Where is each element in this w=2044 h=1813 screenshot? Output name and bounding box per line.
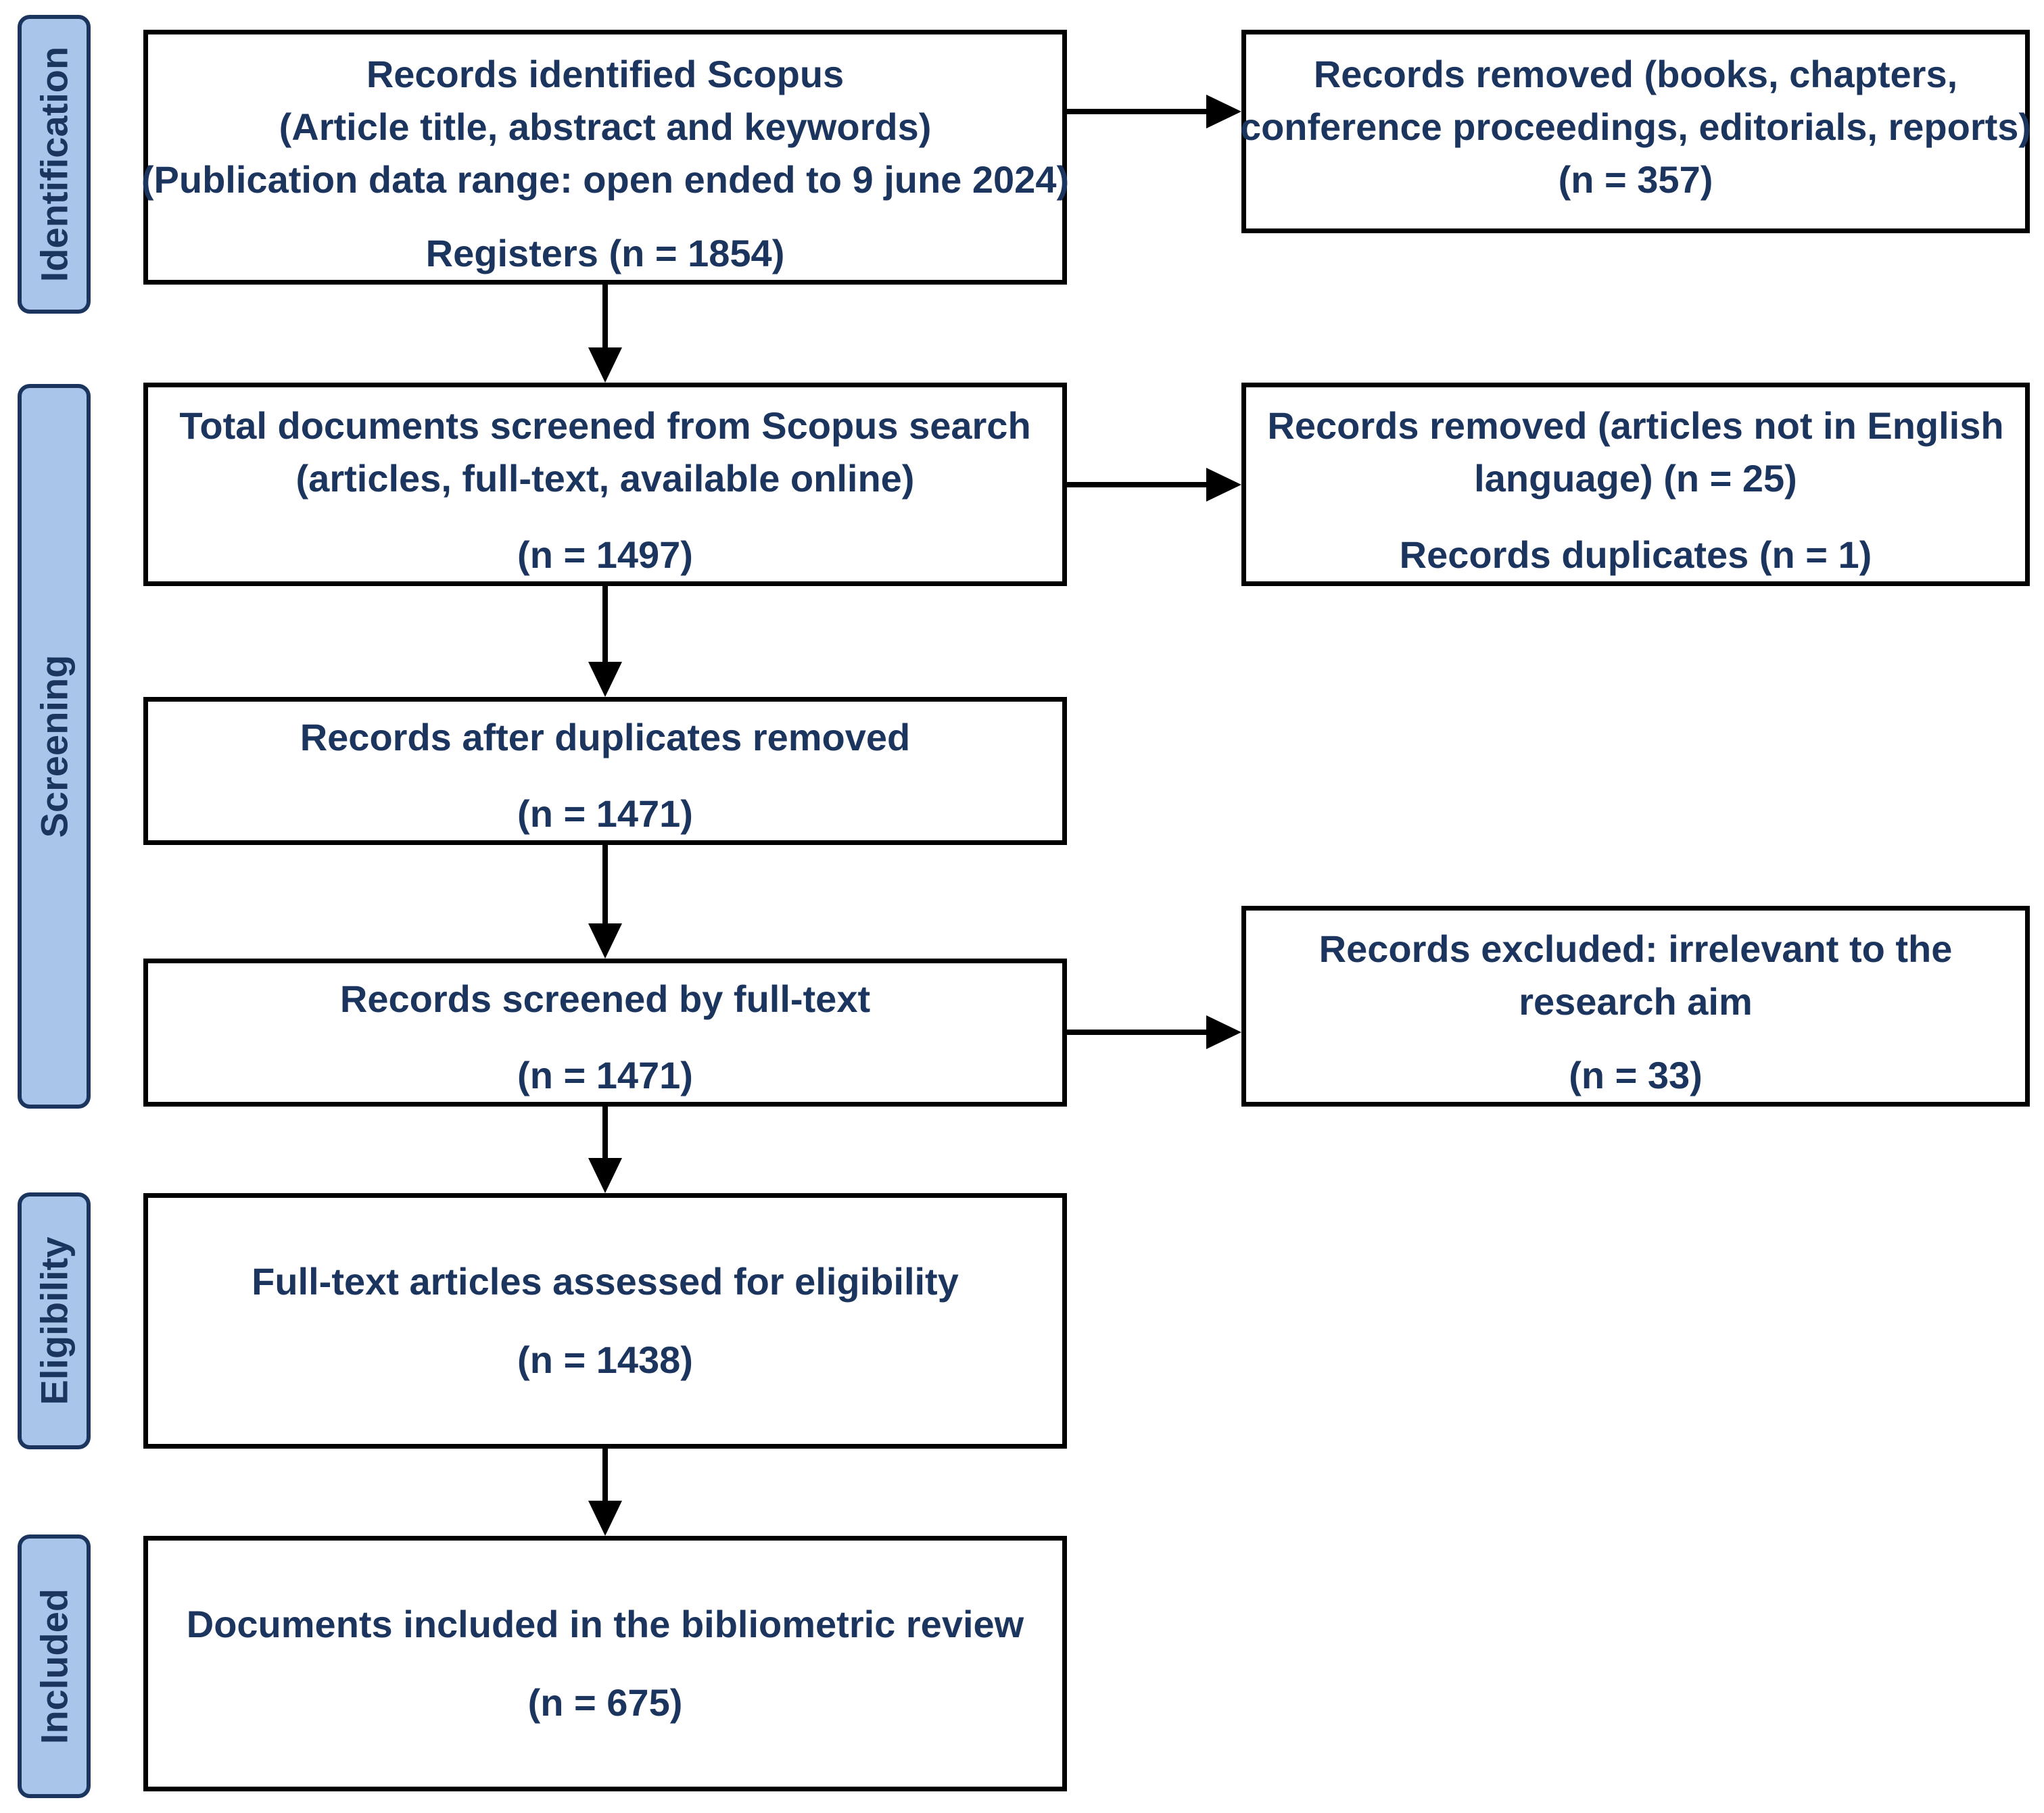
records-removed-types-line-2: conference proceedings, editorials, repo…: [1239, 105, 2032, 148]
records-after-duplicates-title: Records after duplicates removed: [300, 716, 911, 758]
included-count: (n = 675): [527, 1681, 683, 1724]
phase-screening: Screening: [18, 384, 91, 1109]
total-screened-line-2: (articles, full-text, available online): [295, 457, 915, 500]
arrow-total-to-removed-language: [1067, 468, 1241, 502]
arrow-total-to-after-duplicates: [588, 586, 622, 697]
arrow-identified-to-total: [588, 285, 622, 383]
records-excluded-box: Records excluded: irrelevant to the rese…: [1241, 906, 2030, 1107]
records-identified-box: Records identified Scopus (Article title…: [141, 30, 1070, 285]
records-removed-types-line-3: (n = 357): [1558, 158, 1713, 201]
records-screened-fulltext-box: Records screened by full-text (n = 1471): [143, 959, 1067, 1107]
included-box: Documents included in the bibliometric r…: [143, 1536, 1067, 1791]
records-after-duplicates-count: (n = 1471): [517, 792, 693, 835]
eligibility-title: Full-text articles assessed for eligibil…: [252, 1260, 959, 1303]
phase-included: Included: [18, 1534, 91, 1798]
arrow-identified-to-removed: [1067, 95, 1241, 128]
total-screened-line-1: Total documents screened from Scopus sea…: [179, 404, 1031, 447]
records-identified-line-1: Records identified Scopus: [366, 53, 845, 95]
records-identified-count: Registers (n = 1854): [425, 232, 785, 274]
records-identified-line-3: (Publication data range: open ended to 9…: [141, 158, 1070, 201]
records-removed-types-line-1: Records removed (books, chapters,: [1313, 53, 1958, 95]
phase-screening-label: Screening: [32, 654, 76, 838]
phase-included-label: Included: [32, 1588, 76, 1745]
arrow-screened-to-eligibility: [588, 1107, 622, 1193]
records-removed-language-box: Records removed (articles not in English…: [1241, 383, 2030, 586]
records-duplicates-count: Records duplicates (n = 1): [1399, 533, 1872, 576]
arrow-after-duplicates-to-screened: [588, 845, 622, 959]
eligibility-box: Full-text articles assessed for eligibil…: [143, 1193, 1067, 1449]
records-screened-fulltext-count: (n = 1471): [517, 1054, 693, 1096]
records-removed-language-line-2: language) (n = 25): [1474, 457, 1797, 500]
eligibility-count: (n = 1438): [517, 1338, 693, 1381]
phase-identification: Identification: [18, 15, 91, 314]
records-excluded-line-2: research aim: [1519, 980, 1753, 1023]
phase-identification-label: Identification: [32, 46, 76, 283]
phase-eligibility: Eligibility: [18, 1192, 91, 1449]
records-identified-line-2: (Article title, abstract and keywords): [279, 105, 932, 148]
records-excluded-line-1: Records excluded: irrelevant to the: [1318, 927, 1953, 970]
total-screened-count: (n = 1497): [517, 533, 693, 576]
records-after-duplicates-box: Records after duplicates removed (n = 14…: [143, 697, 1067, 845]
records-excluded-count: (n = 33): [1569, 1054, 1703, 1096]
phase-eligibility-label: Eligibility: [32, 1236, 76, 1405]
records-removed-types-box: Records removed (books, chapters, confer…: [1239, 30, 2032, 233]
total-screened-box: Total documents screened from Scopus sea…: [143, 383, 1067, 586]
arrow-eligibility-to-included: [588, 1449, 622, 1536]
records-removed-language-line-1: Records removed (articles not in English: [1267, 404, 2004, 447]
records-screened-fulltext-title: Records screened by full-text: [339, 977, 871, 1020]
arrow-screened-to-excluded: [1067, 1015, 1241, 1049]
included-title: Documents included in the bibliometric r…: [186, 1603, 1024, 1645]
